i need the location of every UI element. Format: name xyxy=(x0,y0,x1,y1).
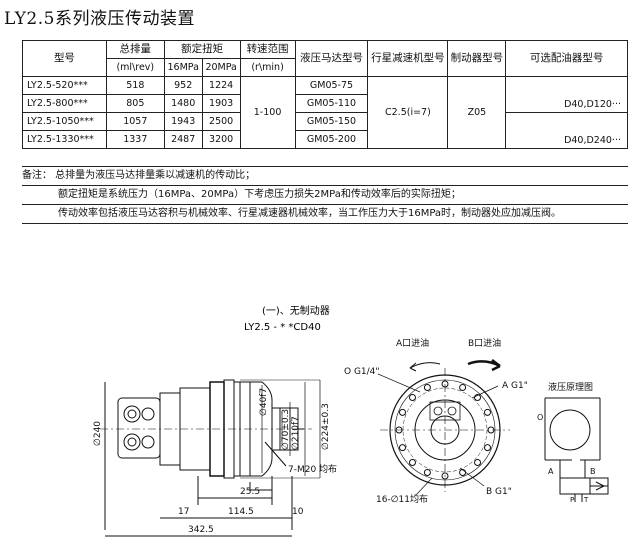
cell-reducer: C2.5(i=7) xyxy=(367,76,449,149)
cell-motor: GM05-75 xyxy=(294,76,369,95)
schematic-p: P xyxy=(570,496,574,504)
bolt-hole xyxy=(408,459,416,467)
table-row: LY2.5-1330*** 1337 2487 3200 GM05-200 xyxy=(22,130,628,149)
header-speed-unit: (r\min) xyxy=(239,58,296,77)
cell-t16: 1943 xyxy=(163,112,203,131)
schematic-t: T xyxy=(583,496,589,504)
schematic-a: A xyxy=(548,467,554,476)
cell-model: LY2.5-1330*** xyxy=(22,130,107,149)
table-row: LY2.5-520*** 518 952 1224 1-100 GM05-75 … xyxy=(22,76,628,149)
bolt-holes xyxy=(395,380,495,480)
cell-model: LY2.5-520*** xyxy=(22,76,107,95)
dim-m20: 7-M20 均布 xyxy=(288,463,337,475)
bolt-hole xyxy=(483,408,491,416)
schematic-title: 液压原理图 xyxy=(548,381,593,393)
bolt-hole xyxy=(441,380,449,388)
table-row: LY2.5-800*** 805 1480 1903 GM05-110 xyxy=(22,94,628,113)
cell-t20: 2500 xyxy=(201,112,241,131)
cell-t16: 1480 xyxy=(163,94,203,113)
cell-valve-b: D40,D240··· xyxy=(505,112,628,149)
technical-drawing: (一)、无制动器 LY2.5 - * *CD40 xyxy=(93,304,609,537)
bolt-hole xyxy=(459,384,467,392)
dim-114-5: 114.5 xyxy=(228,507,254,517)
note-1: 备注： 总排量为液压马达排量乘以减速机的传动比； xyxy=(22,166,628,186)
bolt-hole xyxy=(423,468,431,476)
side-view-labels: ∅240 ∅40f7 ∅70±0.3 ∅210f7 ∅224±0.3 7-M20… xyxy=(93,388,337,535)
front-view-labels: A口进油 B口进油 O G1/4" A G1" B G1" 16-∅11均布 xyxy=(344,337,528,505)
header-displacement: 总排量 xyxy=(105,40,165,59)
cell-disp: 518 xyxy=(105,76,165,95)
dim-d210: ∅210f7 xyxy=(291,416,301,450)
note-2: 额定扭矩是系统压力（16MPa、20MPa）下考虑压力损失2MPa和传动效率后的… xyxy=(22,186,628,205)
caption-2: LY2.5 - * *CD40 xyxy=(244,322,321,333)
cell-disp: 805 xyxy=(105,94,165,113)
cell-motor: GM05-150 xyxy=(294,112,369,131)
dim-25-5: 25.5 xyxy=(240,487,260,497)
schematic-labels: 液压原理图 O A B P T xyxy=(537,381,596,504)
cell-t16: 952 xyxy=(163,76,203,95)
bolt-hole xyxy=(399,444,407,452)
spec-table: 型号 总排量 额定扭矩 转速范围 液压马达型号 行星减速机型号 制动器型号 可选… xyxy=(22,40,628,149)
bolt-hole xyxy=(423,384,431,392)
cell-t16: 2487 xyxy=(163,130,203,149)
front-view xyxy=(377,359,510,496)
hydraulic-schematic xyxy=(544,397,609,502)
cell-brake: Z05 xyxy=(447,76,507,149)
label-b-in: B口进油 xyxy=(468,337,501,349)
bolt-hole xyxy=(459,468,467,476)
bolt-hole xyxy=(395,426,403,434)
header-torque-20: 20MPa xyxy=(201,58,241,77)
bolt-hole xyxy=(474,459,482,467)
cell-disp: 1337 xyxy=(105,130,165,149)
side-view xyxy=(100,379,321,537)
label-a-port: A G1" xyxy=(502,381,528,391)
cell-motor: GM05-200 xyxy=(294,130,369,149)
page-title: LY2.5系列液压传动装置 xyxy=(4,9,195,29)
header-reducer: 行星减速机型号 xyxy=(367,40,449,77)
caption-1: (一)、无制动器 xyxy=(262,304,330,317)
bolt-hole xyxy=(483,444,491,452)
dim-d40: ∅40f7 xyxy=(259,388,269,416)
header-displacement-unit: (ml\rev) xyxy=(105,58,165,77)
header-speed: 转速范围 xyxy=(239,40,296,59)
cell-model: LY2.5-1050*** xyxy=(22,112,107,131)
dim-d224: ∅224±0.3 xyxy=(321,403,331,450)
bolt-hole xyxy=(441,472,449,480)
header-torque: 额定扭矩 xyxy=(163,40,241,59)
dim-17: 17 xyxy=(178,507,189,517)
cell-valve-a: D40,D120··· xyxy=(505,76,628,113)
header-torque-16: 16MPa xyxy=(163,58,203,77)
bolt-hole xyxy=(487,426,495,434)
dim-d240: ∅240 xyxy=(93,421,103,446)
schematic-b: B xyxy=(590,467,596,476)
notes: 备注： 总排量为液压马达排量乘以减速机的传动比； 额定扭矩是系统压力（16MPa… xyxy=(22,166,628,224)
schematic-o: O xyxy=(537,413,543,422)
label-o-port: O G1/4" xyxy=(344,367,380,377)
cell-t20: 3200 xyxy=(201,130,241,149)
dim-342-5: 342.5 xyxy=(188,525,214,535)
note-3: 传动效率包括液压马达容积与机械效率、行星减速器机械效率，当工作压力大于16MPa… xyxy=(22,205,628,224)
label-bolt-circle: 16-∅11均布 xyxy=(376,493,428,505)
cell-t20: 1224 xyxy=(201,76,241,95)
bolt-hole xyxy=(474,393,482,401)
cell-speed-range: 1-100 xyxy=(239,76,296,149)
dim-d70: ∅70±0.3 xyxy=(281,409,291,450)
bolt-hole xyxy=(408,393,416,401)
header-brake: 制动器型号 xyxy=(447,40,507,77)
label-a-in: A口进油 xyxy=(396,337,429,349)
header-model: 型号 xyxy=(22,40,107,77)
cell-model: LY2.5-800*** xyxy=(22,94,107,113)
dim-10: 10 xyxy=(292,507,304,517)
cell-t20: 1903 xyxy=(201,94,241,113)
table-row: LY2.5-1050*** 1057 1943 2500 GM05-150 D4… xyxy=(22,112,628,149)
cell-disp: 1057 xyxy=(105,112,165,131)
label-b-port: B G1" xyxy=(486,487,512,497)
cell-motor: GM05-110 xyxy=(294,94,369,113)
bolt-hole xyxy=(399,408,407,416)
header-motor: 液压马达型号 xyxy=(294,40,369,77)
header-valve: 可选配油器型号 xyxy=(505,40,628,77)
